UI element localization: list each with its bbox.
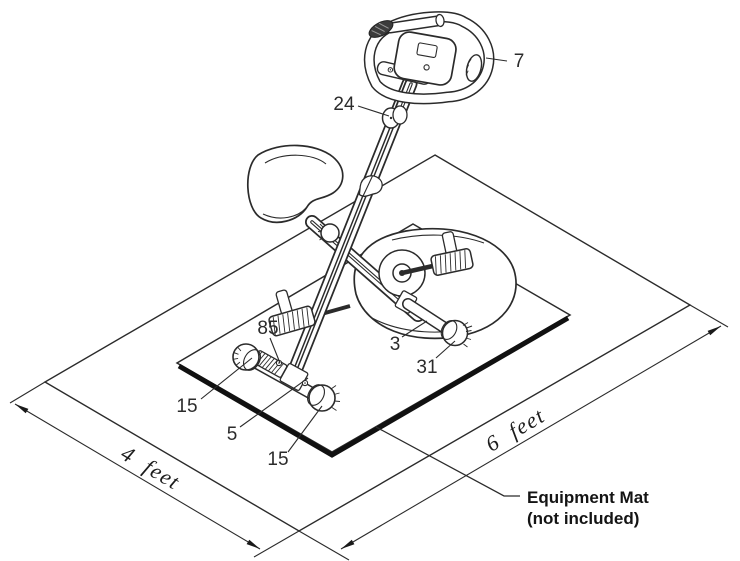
callout-5: 5: [227, 424, 238, 445]
callout-7: 7: [514, 51, 525, 72]
front-end-cap-left: [232, 343, 262, 371]
arrowhead: [15, 404, 29, 414]
callout-3: 3: [390, 334, 401, 355]
grip-pad-right: [465, 54, 483, 82]
arrowhead: [246, 539, 260, 549]
extension-line-bottom-left: [253, 530, 300, 558]
extension-line-bottom-right: [298, 530, 350, 561]
grip-pad-left: [368, 20, 394, 38]
leader-line-31: [435, 340, 456, 359]
console: [393, 31, 457, 86]
mat-thick-edge: [177, 315, 570, 458]
exercise-bike-drawing: [232, 11, 517, 412]
note-leader-line: [375, 426, 520, 497]
callout-31: 31: [416, 357, 437, 378]
rear-end-cap: [440, 319, 472, 348]
front-stabilizer: [232, 343, 341, 412]
dimension-4-feet: 4 feet: [14, 403, 261, 550]
dimension-line: [340, 325, 722, 550]
folding-latch: [358, 175, 383, 197]
leader-line-15-right: [287, 405, 323, 453]
extension-line-right: [689, 304, 729, 328]
seat: [246, 144, 344, 243]
adjustment-knob: [381, 105, 408, 129]
leader-line-24: [357, 105, 390, 117]
note-line-1: Equipment Mat: [527, 488, 649, 507]
console-display: [416, 42, 438, 59]
arrowhead: [707, 326, 721, 336]
seat-clamp-knob: [320, 223, 340, 243]
leader-line-15-left: [200, 357, 253, 400]
front-mast-tube: [284, 76, 417, 386]
leader-line-5: [239, 377, 309, 428]
front-end-cap-right: [306, 384, 341, 412]
handlebar-assembly: [363, 11, 495, 105]
grip-end-cap: [435, 13, 445, 28]
leader-line-85: [269, 337, 281, 364]
callout-85: 85: [257, 318, 278, 339]
pedal-left: [268, 289, 316, 337]
callouts: 7 24 85 15 5 15 3 31: [176, 51, 524, 470]
pedal-right: [430, 231, 474, 276]
dimension-label-4-feet: 4 feet: [117, 440, 185, 494]
arrowhead: [341, 539, 355, 549]
leader-line-3: [401, 320, 428, 338]
extension-line-left: [9, 381, 46, 404]
leader-line-7: [485, 57, 508, 62]
console-button: [423, 64, 430, 71]
equipment-mat-note: Equipment Mat (not included): [375, 426, 649, 528]
callout-15-left: 15: [176, 396, 197, 417]
callout-24: 24: [333, 94, 355, 115]
dimension-line: [14, 403, 261, 550]
rear-stabilizer: [394, 290, 472, 348]
dimension-label-6-feet: 6 feet: [481, 403, 549, 457]
clearance-area-outline: [9, 154, 729, 561]
callout-15-right: 15: [267, 449, 288, 470]
note-line-2: (not included): [527, 509, 639, 528]
